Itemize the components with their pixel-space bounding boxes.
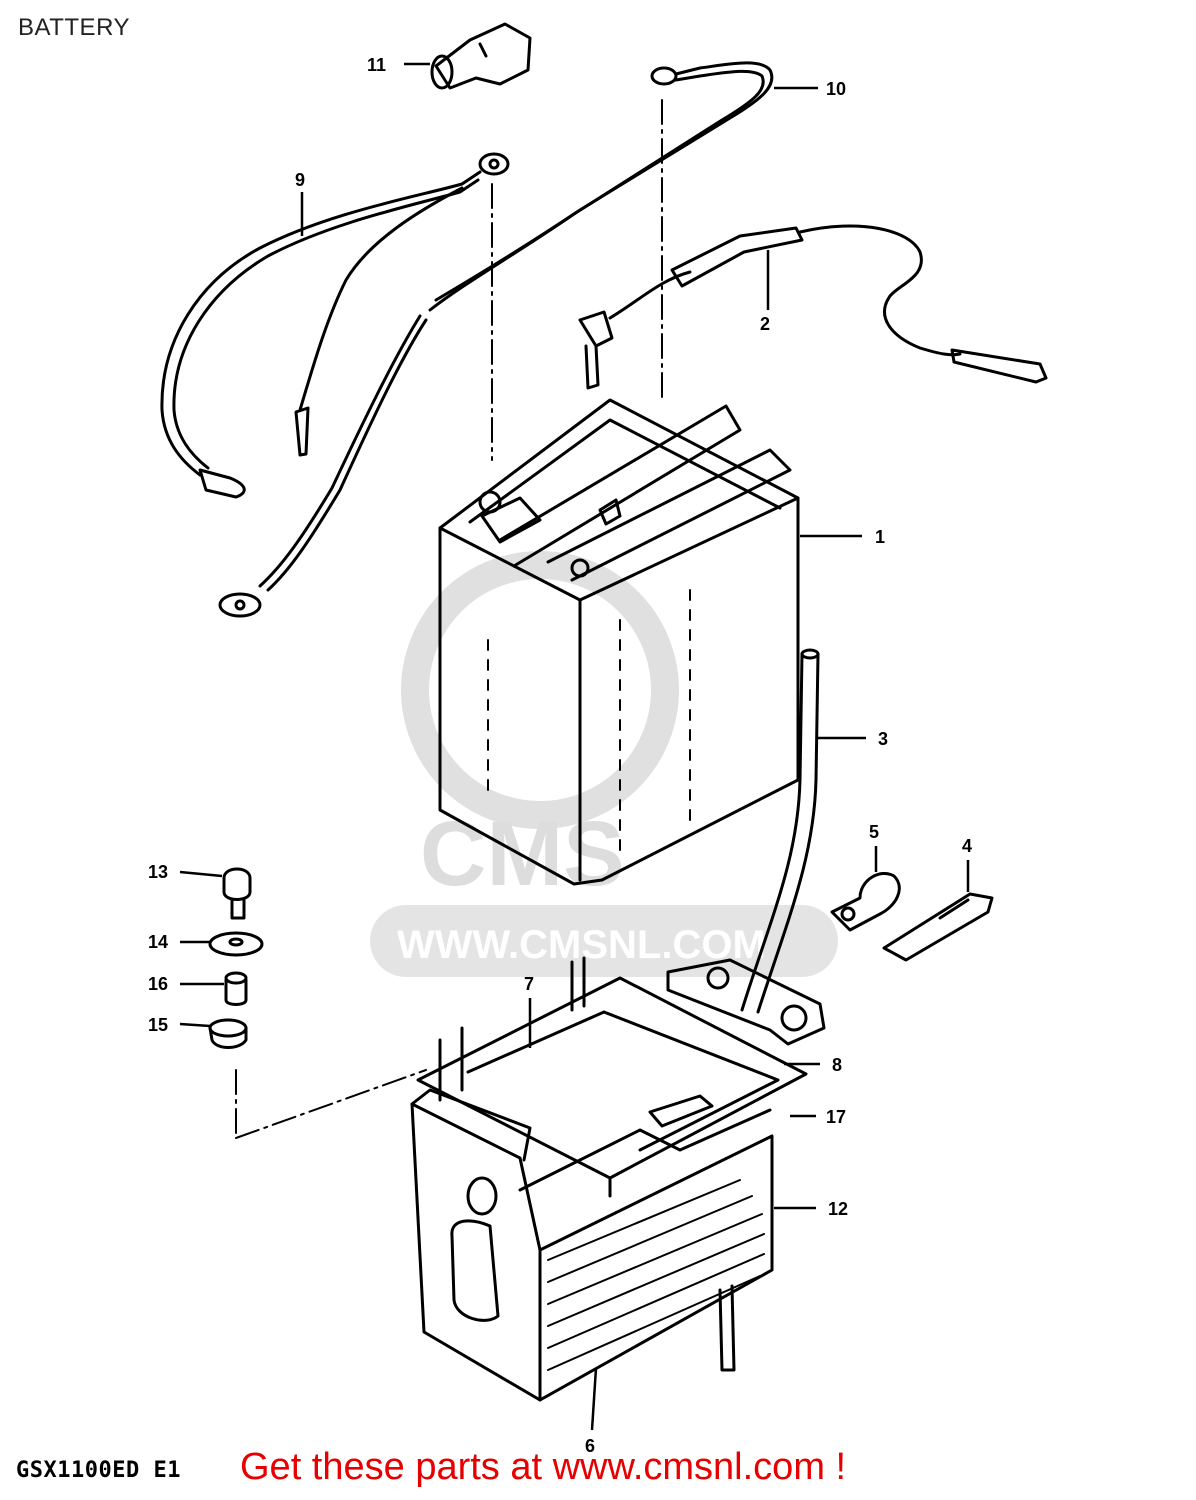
callout-1: 1 (800, 527, 885, 547)
callout-label-7: 7 (524, 974, 534, 994)
callout-7: 7 (524, 974, 534, 1048)
assembly-lines (235, 99, 663, 1139)
callout-12: 12 (774, 1199, 848, 1219)
cushion-part (208, 1018, 248, 1049)
callout-label-9: 9 (295, 170, 305, 190)
callout-label-6: 6 (585, 1436, 595, 1456)
terminal-cap-part (430, 22, 532, 90)
washer-part (208, 931, 264, 957)
clamp-5-part (830, 872, 901, 932)
positive-lead-part (218, 61, 774, 618)
watermark: CMS WWW.CMSNL.COM (370, 551, 838, 977)
callout-label-17: 17 (826, 1107, 846, 1127)
callout-16: 16 (148, 974, 224, 994)
callout-9: 9 (295, 170, 305, 236)
callout-label-15: 15 (148, 1015, 168, 1035)
callout-label-16: 16 (148, 974, 168, 994)
parts-link[interactable]: Get these parts at www.cmsnl.com ! (240, 1446, 847, 1488)
callout-label-3: 3 (878, 729, 888, 749)
callout-13: 13 (148, 862, 223, 882)
callout-2: 2 (760, 250, 770, 334)
callout-5: 5 (869, 822, 879, 872)
callout-4: 4 (962, 836, 972, 892)
callout-label-14: 14 (148, 932, 168, 952)
negative-lead-part (160, 152, 510, 499)
clamp-4-part (882, 892, 994, 962)
model-code: GSX1100ED E1 (16, 1458, 181, 1483)
callout-6: 6 (585, 1367, 598, 1456)
callout-label-12: 12 (828, 1199, 848, 1219)
callout-label-10: 10 (826, 79, 846, 99)
callout-17: 17 (790, 1107, 846, 1127)
callout-label-4: 4 (962, 836, 972, 856)
bolt-part (222, 867, 252, 920)
battery-part (438, 398, 800, 886)
diagram-title: BATTERY (18, 14, 130, 41)
callout-label-8: 8 (832, 1055, 842, 1075)
callout-11: 11 (367, 55, 430, 75)
callout-14: 14 (148, 932, 210, 952)
callout-3: 3 (818, 729, 888, 749)
callout-10: 10 (774, 79, 846, 99)
battery-case-part (410, 1088, 774, 1402)
callout-15: 15 (148, 1015, 211, 1035)
callouts: 1 2 3 4 5 6 7 8 (148, 55, 972, 1456)
callout-label-13: 13 (148, 862, 168, 882)
callout-label-2: 2 (760, 314, 770, 334)
breather-tube-part (740, 648, 820, 1014)
breather-hose-part (578, 224, 1048, 390)
callout-label-1: 1 (875, 527, 885, 547)
watermark-url-text: WWW.CMSNL.COM (397, 923, 766, 967)
callout-label-5: 5 (869, 822, 879, 842)
callout-8: 8 (784, 1055, 842, 1075)
callout-label-11: 11 (367, 55, 386, 75)
spacer-part (224, 971, 248, 1006)
battery-holder-part (416, 956, 826, 1198)
